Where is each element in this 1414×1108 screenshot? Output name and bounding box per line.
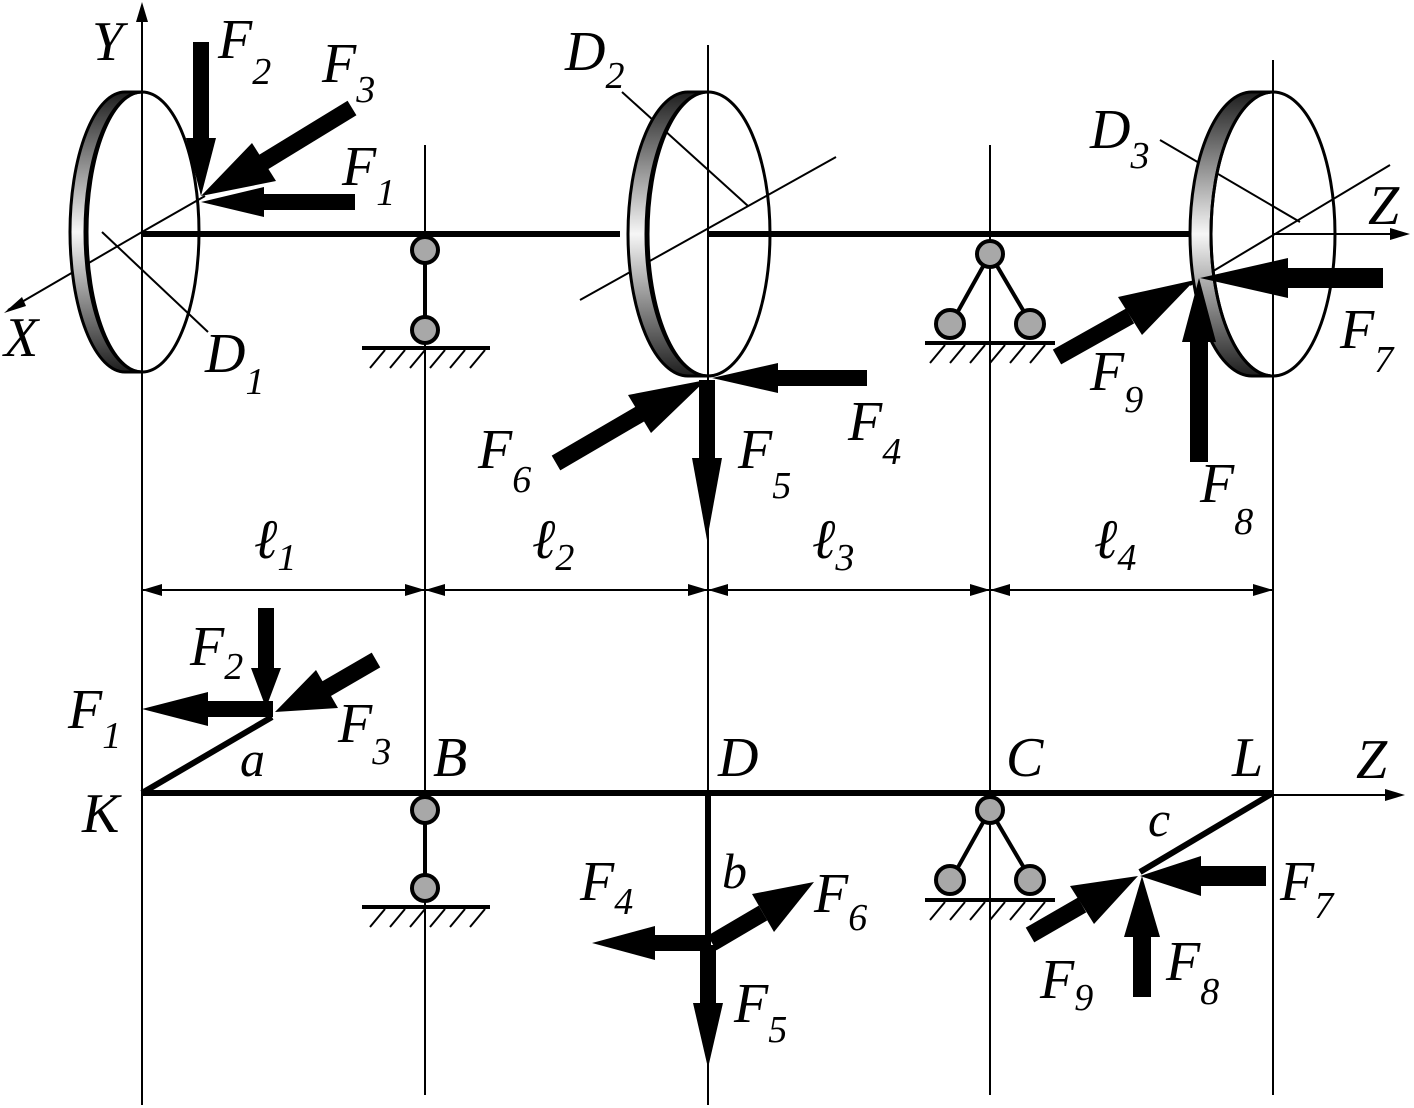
top-f5-label: F5	[737, 419, 791, 507]
bottom-f8-label: F8	[1165, 931, 1219, 1013]
bottom-f1-label: F1	[67, 679, 121, 757]
bottom-f6-label: F6	[813, 863, 867, 939]
top-f6-label: F6	[477, 419, 531, 501]
span-l3-label: ℓ3	[812, 509, 854, 579]
disk-d2-label: D2	[564, 21, 624, 97]
bottom-force-f4	[592, 926, 708, 960]
bottom-f4-label: F4	[579, 851, 633, 923]
top-force-f9	[1052, 280, 1195, 365]
top-force-f8	[1182, 278, 1216, 462]
z-axis-label-top: Z	[1368, 175, 1400, 237]
top-support-b	[362, 235, 490, 369]
bottom-f7-label: F7	[1279, 851, 1335, 927]
bottom-force-f5	[693, 945, 723, 1068]
top-f8-label: F8	[1199, 453, 1253, 543]
top-force-f7	[1200, 258, 1383, 298]
arm-a-label: a	[240, 731, 265, 787]
z-axis-label-bottom: Z	[1356, 729, 1388, 791]
bottom-force-f3	[275, 652, 381, 712]
arm-b-label: b	[722, 843, 747, 899]
top-f1-label: F1	[341, 136, 395, 214]
bottom-f5-label: F5	[733, 973, 787, 1051]
disk-d1-label: D1	[204, 323, 264, 403]
bottom-force-f9	[1025, 876, 1138, 943]
bottom-f3-label: F3	[337, 693, 391, 773]
bottom-force-f7	[1140, 856, 1266, 896]
x-axis-label: X	[2, 307, 41, 369]
point-b-label: B	[433, 727, 467, 789]
bottom-force-f1	[142, 692, 273, 726]
top-f4-label: F4	[847, 391, 901, 473]
top-f2-label: F2	[217, 9, 271, 93]
bottom-force-f6	[707, 882, 814, 951]
bottom-force-f8	[1124, 876, 1160, 997]
bottom-shaft	[140, 714, 1275, 950]
top-support-c	[925, 239, 1055, 364]
top-force-f4	[712, 363, 867, 393]
disk-d3	[1188, 90, 1337, 378]
point-l-label: L	[1231, 727, 1263, 789]
bottom-f2-label: F2	[189, 616, 243, 688]
bottom-force-f2	[251, 608, 281, 708]
arm-c-label: c	[1148, 791, 1170, 847]
top-force-f2	[186, 42, 216, 196]
bottom-support-b	[362, 795, 490, 928]
bottom-axis	[1273, 789, 1405, 801]
top-force-f1	[201, 187, 355, 217]
y-axis-label: Y	[92, 11, 129, 73]
top-f9-label: F9	[1089, 341, 1143, 421]
point-d-label: D	[717, 727, 758, 789]
point-c-label: C	[1006, 727, 1044, 789]
top-force-f5	[692, 380, 722, 540]
span-l2-label: ℓ2	[532, 509, 574, 579]
top-f7-label: F7	[1339, 299, 1395, 381]
point-k-label: K	[81, 783, 122, 845]
bottom-f9-label: F9	[1039, 949, 1093, 1019]
top-force-f3	[201, 100, 357, 196]
disk-d3-label: D3	[1089, 99, 1149, 177]
span-l4-label: ℓ4	[1094, 509, 1136, 579]
bottom-support-c	[925, 795, 1055, 921]
top-force-f6	[551, 380, 706, 471]
top-f3-label: F3	[321, 33, 375, 111]
span-l1-label: ℓ1	[254, 509, 296, 579]
dimension-line	[142, 584, 1273, 596]
